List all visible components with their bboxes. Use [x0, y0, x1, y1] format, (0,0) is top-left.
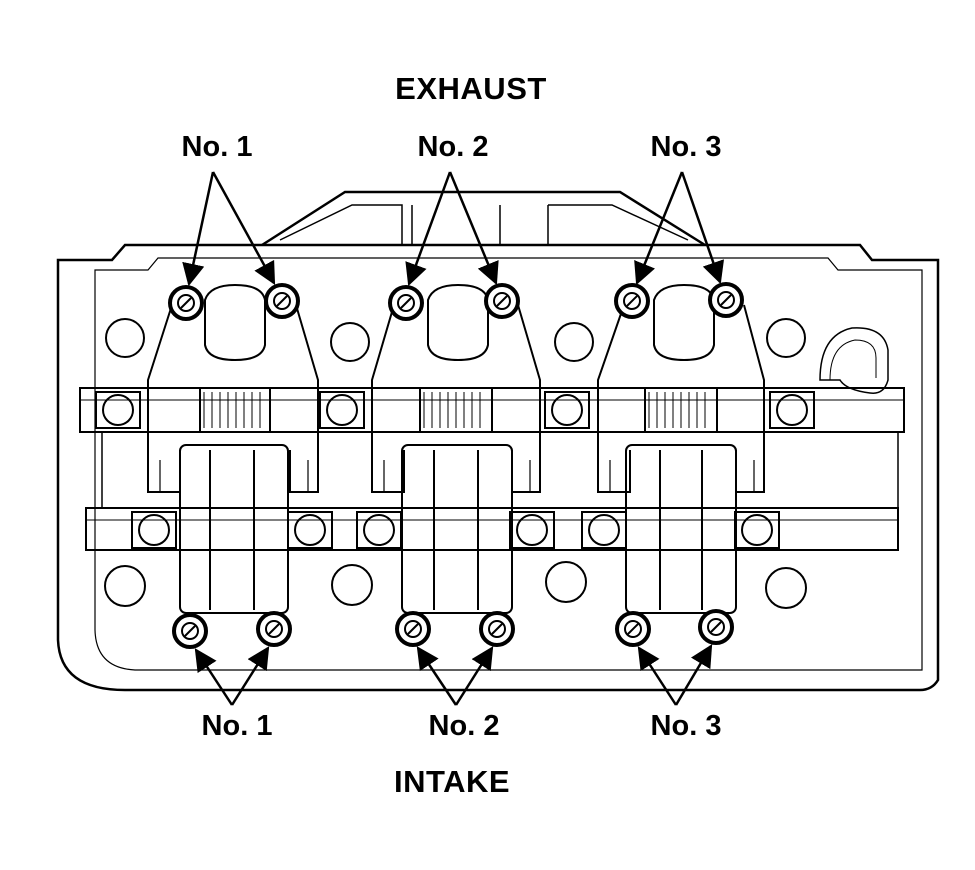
exhaust-cylinder-no-2-label: No. 2 [417, 131, 489, 163]
exhaust-cylinder-no-1-label: No. 1 [181, 131, 253, 163]
exhaust-adjuster-no-2b [484, 283, 520, 319]
head-bolt-holes-exhaust [95, 318, 815, 429]
intake-leader-arrows [194, 644, 713, 706]
rocker-assembly-no-3 [597, 283, 765, 614]
intake-rocker-shaft [85, 507, 899, 551]
rocker-assembly-no-2 [371, 283, 541, 614]
exhaust-adjuster-no-3a [614, 283, 650, 319]
intake-adjuster-no-1a [172, 613, 208, 649]
exhaust-adjuster-no-1a [168, 285, 204, 321]
exhaust-adjusting-screws [168, 282, 744, 321]
exhaust-adjuster-no-2a [388, 285, 424, 321]
exhaust-label: EXHAUST [395, 71, 547, 106]
head-bolt-holes-intake [104, 511, 807, 609]
exhaust-adjuster-no-1b [264, 283, 300, 319]
intake-adjuster-no-3b [698, 609, 734, 645]
intake-cylinder-no-2-label: No. 2 [428, 710, 500, 742]
rocker-assembly-no-1 [147, 283, 319, 614]
intake-cylinder-no-1-label: No. 1 [201, 710, 273, 742]
exhaust-cylinder-no-3-label: No. 3 [650, 131, 722, 163]
oil-passage [819, 327, 889, 394]
head-top-cover [261, 190, 706, 247]
intake-adjuster-no-2a [395, 611, 431, 647]
exhaust-leader-arrows [182, 171, 725, 287]
intake-adjuster-no-1b [256, 611, 292, 647]
cylinder-head-outline [56, 243, 940, 692]
intake-adjuster-no-3a [615, 611, 651, 647]
intake-cylinder-no-3-label: No. 3 [650, 710, 722, 742]
intake-adjusting-screws [172, 609, 734, 649]
intake-label: INTAKE [393, 764, 511, 799]
intake-adjuster-no-2b [479, 611, 515, 647]
exhaust-adjuster-no-3b [708, 282, 744, 318]
